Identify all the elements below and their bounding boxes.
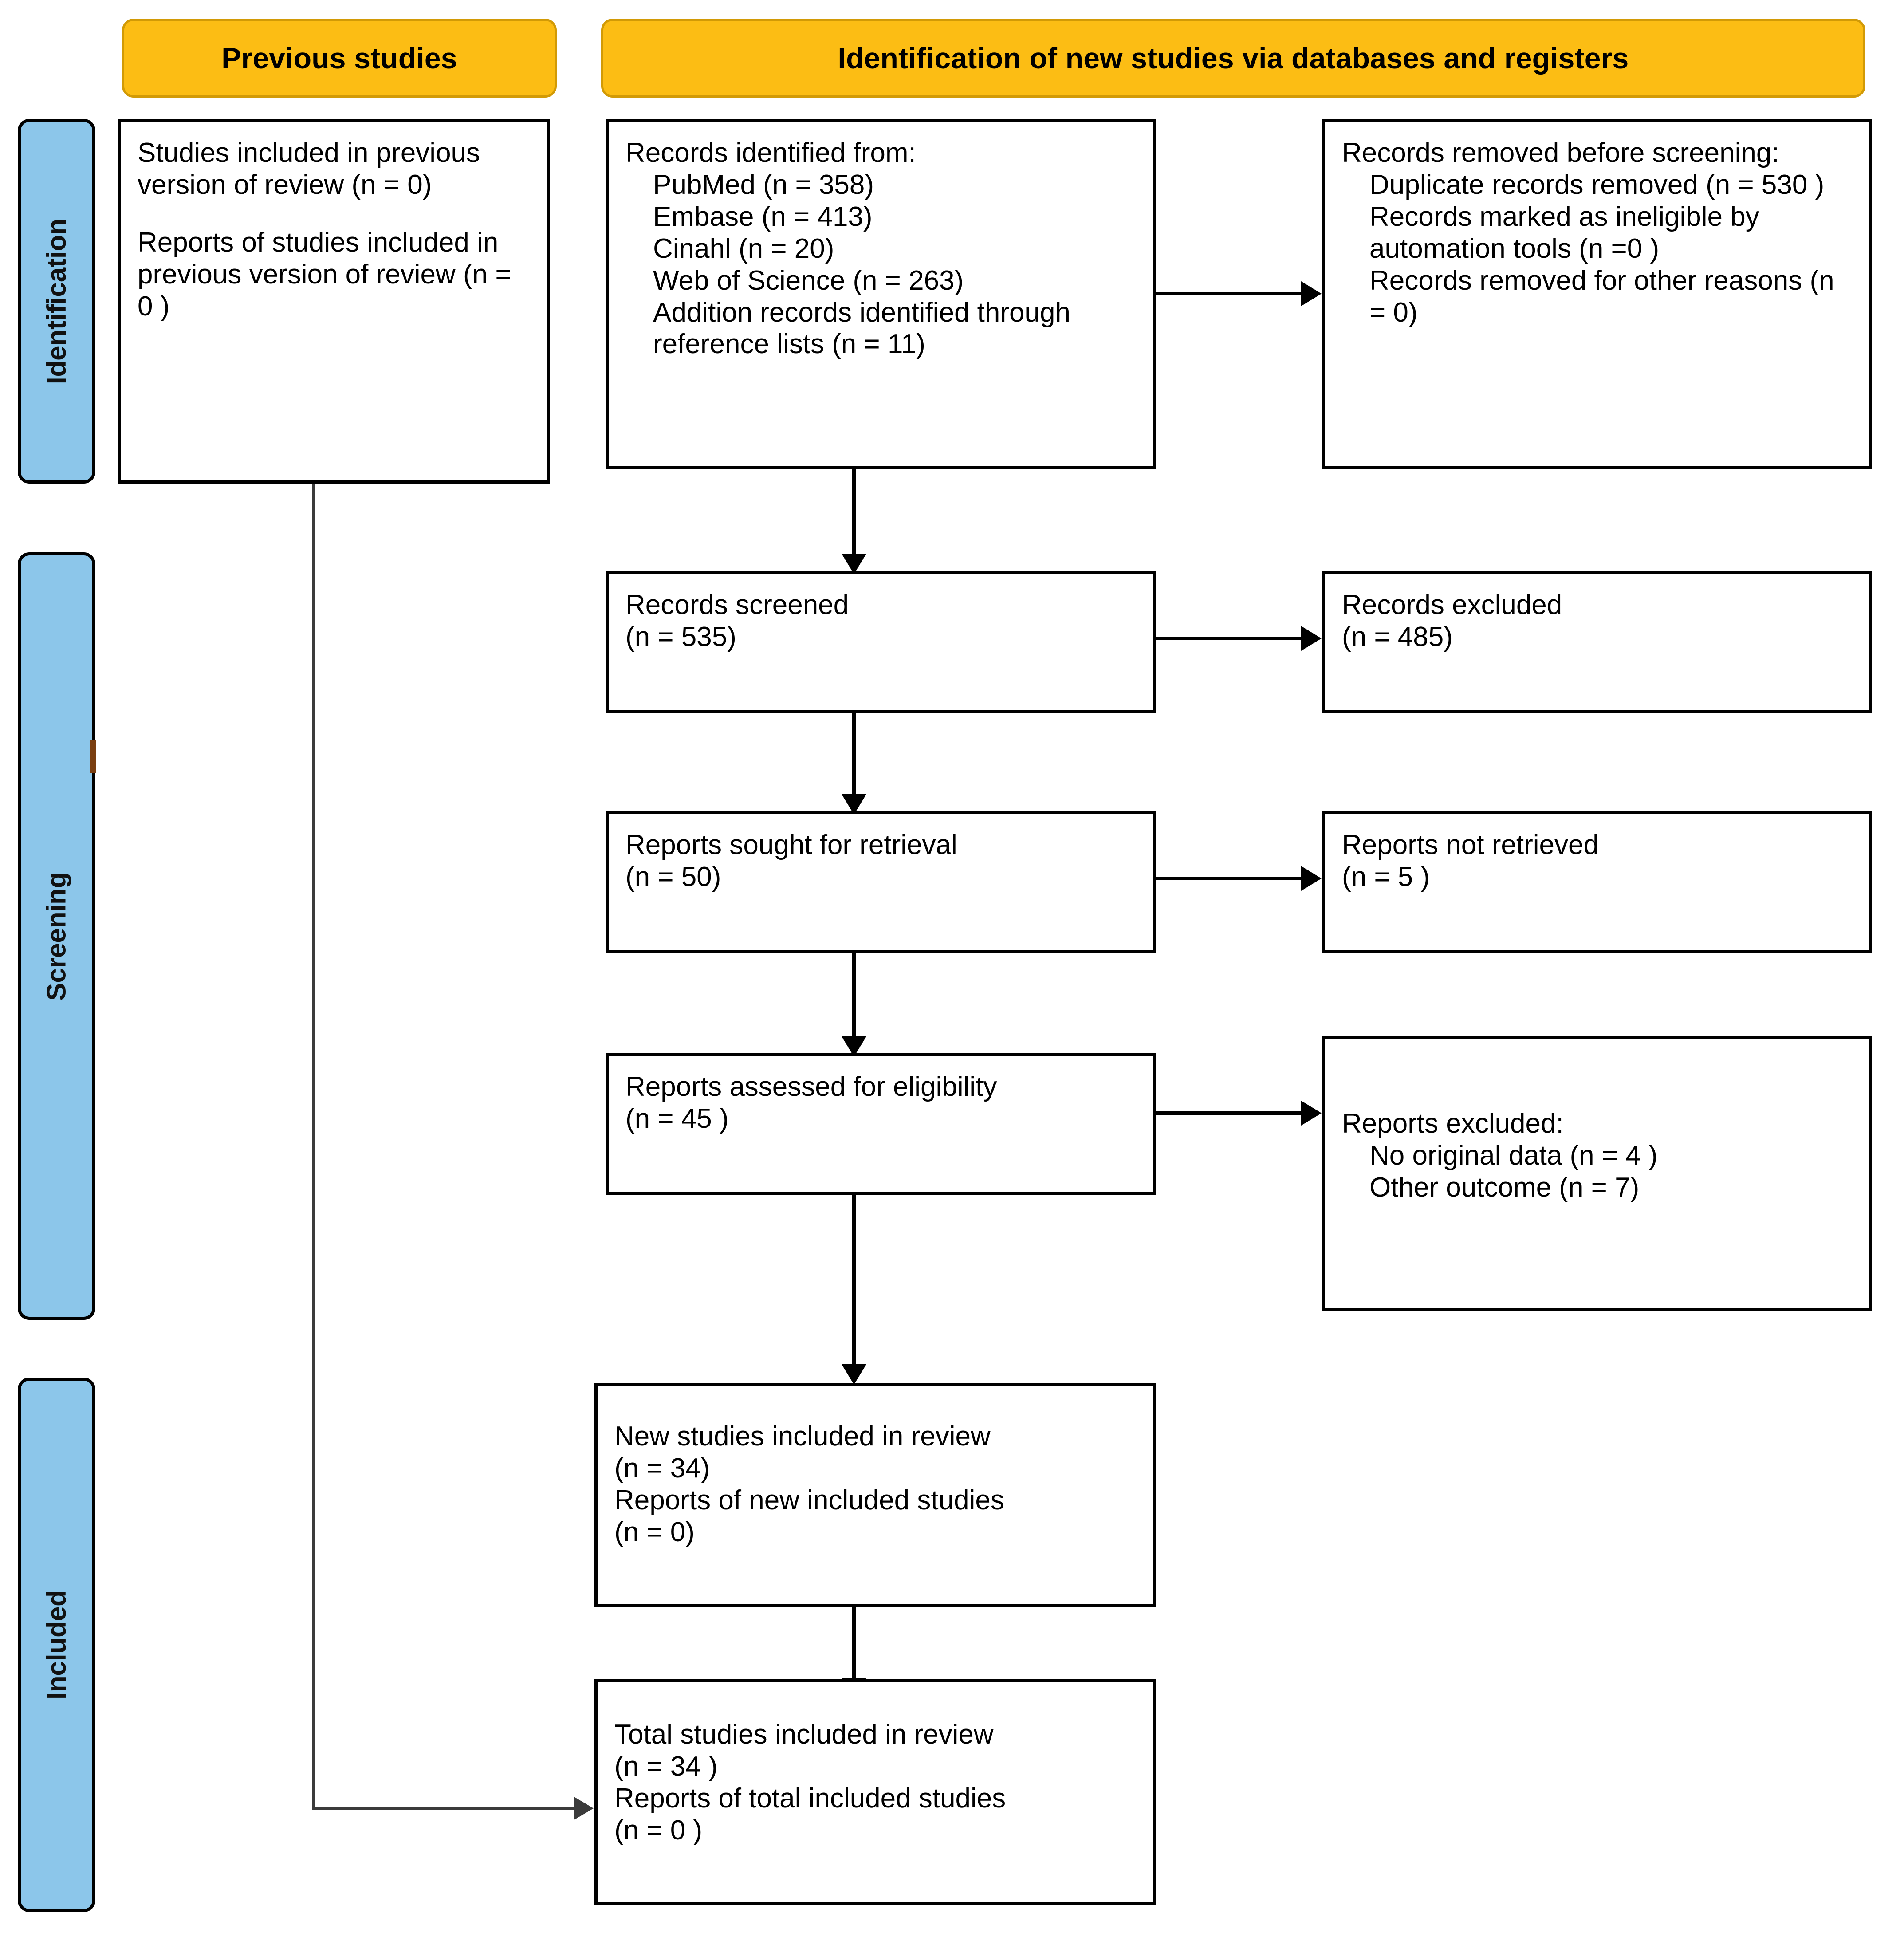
records-removed-ineligible-automation: Records marked as ineligible by automati… (1369, 201, 1767, 264)
header-previous-studies: Previous studies (122, 19, 557, 98)
records-identified-title: Records identified from: (625, 138, 916, 168)
reports-assessed-count: (n = 45 ) (625, 1103, 729, 1134)
arrow-identified-to-removed (1301, 281, 1322, 306)
records-excluded-title: Records excluded (1342, 590, 1562, 620)
total-reports-included-count: (n = 0 ) (614, 1815, 703, 1846)
total-studies-included-count: (n = 34 ) (614, 1751, 718, 1782)
connector-assessed-to-reports-excluded (1156, 1111, 1302, 1115)
records-identified-source-reference-lists: Addition records identified through refe… (653, 297, 1078, 360)
reports-assessed-box: Reports assessed for eligibility (n = 45… (606, 1053, 1156, 1195)
connector-sought-to-assessed (852, 953, 856, 1051)
previous-studies-line-1: Studies included in previous version of … (138, 138, 488, 200)
connector-new-to-total-included (852, 1607, 856, 1691)
previous-studies-spacer (138, 201, 534, 227)
header-previous-studies-label: Previous studies (221, 42, 457, 75)
records-identified-box: Records identified from: PubMed (n = 358… (606, 119, 1156, 469)
new-studies-included-count: (n = 34) (614, 1453, 710, 1484)
stage-identification: Identification (18, 119, 95, 484)
connector-screened-to-sought (852, 713, 856, 808)
reports-sought-title: Reports sought for retrieval (625, 830, 957, 860)
records-removed-duplicates: Duplicate records removed (n = 530 ) (1369, 169, 1825, 200)
arrow-screened-to-excluded (1301, 626, 1322, 651)
arrow-sought-to-not-retrieved (1301, 866, 1322, 891)
new-reports-included-count: (n = 0) (614, 1516, 695, 1547)
records-removed-box: Records removed before screening: Duplic… (1322, 119, 1872, 469)
connector-screened-to-excluded (1156, 637, 1302, 640)
records-excluded-count: (n = 485) (1342, 621, 1453, 652)
arrow-identified-to-screened (842, 554, 866, 574)
connector-previous-to-total-vertical (312, 484, 315, 1810)
previous-studies-box: Studies included in previous version of … (118, 119, 550, 484)
records-identified-source-cinahl: Cinahl (n = 20) (653, 233, 834, 264)
records-screened-title: Records screened (625, 590, 849, 620)
reports-excluded-no-original-data: No original data (n = 4 ) (1369, 1140, 1658, 1171)
header-identification-new-studies-label: Identification of new studies via databa… (838, 42, 1629, 75)
connector-identified-to-removed (1156, 292, 1302, 295)
reports-excluded-box: Reports excluded: No original data (n = … (1322, 1036, 1872, 1311)
total-studies-included-box: Total studies included in review (n = 34… (594, 1679, 1156, 1905)
records-screened-box: Records screened (n = 535) (606, 571, 1156, 713)
connector-assessed-to-new-included (852, 1195, 856, 1379)
new-studies-included-title: New studies included in review (614, 1421, 991, 1452)
reports-not-retrieved-title: Reports not retrieved (1342, 830, 1599, 860)
reports-not-retrieved-box: Reports not retrieved (n = 5 ) (1322, 811, 1872, 953)
arrow-assessed-to-reports-excluded (1301, 1101, 1322, 1126)
stage-screening-label: Screening (42, 871, 72, 1001)
reports-excluded-title: Reports excluded: (1342, 1108, 1564, 1139)
records-screened-count: (n = 535) (625, 621, 736, 652)
connector-sought-to-not-retrieved (1156, 877, 1302, 880)
previous-studies-line-2: Reports of studies included in previous … (138, 227, 519, 322)
arrow-assessed-to-new-included (842, 1364, 866, 1385)
stage-included: Included (18, 1378, 95, 1912)
arrow-previous-to-total (574, 1797, 594, 1820)
stage-included-label: Included (42, 1590, 71, 1700)
stage-screening: Screening (18, 552, 95, 1320)
total-studies-included-title: Total studies included in review (614, 1719, 994, 1750)
records-identified-source-embase: Embase (n = 413) (653, 201, 873, 232)
connector-previous-to-total-horizontal (312, 1807, 576, 1810)
total-reports-included-title: Reports of total included studies (614, 1783, 1006, 1814)
records-removed-other-reasons: Records removed for other reasons (n = 0… (1369, 265, 1842, 328)
header-identification-new-studies: Identification of new studies via databa… (601, 19, 1865, 98)
screening-edge-artifact (90, 740, 96, 773)
reports-assessed-title: Reports assessed for eligibility (625, 1071, 997, 1102)
reports-sought-box: Reports sought for retrieval (n = 50) (606, 811, 1156, 953)
reports-sought-count: (n = 50) (625, 861, 721, 892)
new-reports-included-title: Reports of new included studies (614, 1484, 1004, 1516)
reports-not-retrieved-count: (n = 5 ) (1342, 861, 1430, 892)
new-studies-included-box: New studies included in review (n = 34) … (594, 1383, 1156, 1607)
stage-identification-label: Identification (42, 218, 71, 384)
records-removed-title: Records removed before screening: (1342, 138, 1779, 168)
connector-identified-to-screened (852, 469, 856, 568)
records-identified-source-pubmed: PubMed (n = 358) (653, 169, 874, 200)
records-identified-source-web-of-science: Web of Science (n = 263) (653, 265, 964, 296)
reports-excluded-other-outcome: Other outcome (n = 7) (1369, 1172, 1640, 1203)
records-excluded-box: Records excluded (n = 485) (1322, 571, 1872, 713)
